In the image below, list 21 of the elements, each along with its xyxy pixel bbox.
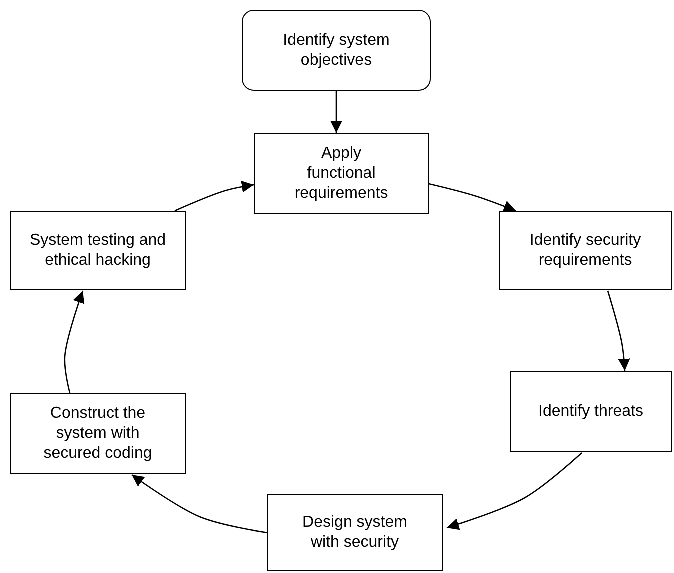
start-box xyxy=(242,10,431,91)
box-label: Identify threats xyxy=(538,402,644,422)
box-label: System testing and ethical hacking xyxy=(28,230,168,270)
process-box xyxy=(267,494,443,571)
arrow xyxy=(607,290,630,372)
box-label: Identify system objectives xyxy=(282,30,391,70)
process-box xyxy=(10,211,186,290)
process-box xyxy=(510,371,672,452)
arrow xyxy=(174,180,254,212)
process-box xyxy=(10,393,186,474)
box-label: Apply functional requirements xyxy=(294,144,390,204)
box-label: Identify security requirements xyxy=(528,230,642,270)
arrow xyxy=(428,183,516,212)
arrow xyxy=(132,474,268,534)
box-label: Design system with security xyxy=(302,512,408,552)
arrow xyxy=(446,452,582,530)
box-label: Construct the system with secured coding xyxy=(42,404,154,464)
process-box xyxy=(499,211,672,290)
arrow xyxy=(64,290,85,394)
process-box xyxy=(254,133,429,214)
arrow xyxy=(330,91,342,133)
